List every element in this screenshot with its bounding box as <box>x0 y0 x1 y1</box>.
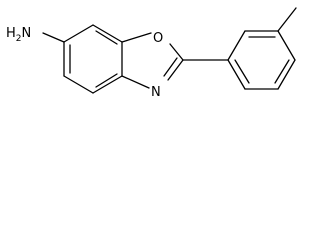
oxygen-atom-label: O <box>153 31 163 46</box>
oxazole-ring <box>121 32 184 89</box>
nitrogen-atom-label: N <box>151 85 161 100</box>
tolyl-bond-6 <box>227 59 246 90</box>
benzo-ring <box>63 24 123 94</box>
amine-label: H2N <box>6 26 31 44</box>
bond-c2-n <box>167 59 184 81</box>
amine-h: H <box>6 26 16 41</box>
tolyl-ring <box>227 7 297 90</box>
amine-h-subscript: 2 <box>16 34 22 44</box>
bond-c2-n-double <box>163 57 178 77</box>
chemical-structure-diagram: H2N O N <box>6 7 297 100</box>
tolyl-double-inner-2 <box>274 59 290 84</box>
double-bond-inner-2 <box>95 73 118 88</box>
methyl-bond <box>277 7 297 32</box>
bond-o-c2 <box>169 43 184 61</box>
tolyl-bond-3 <box>277 30 296 61</box>
tolyl-bond-1 <box>227 30 246 61</box>
tolyl-bond-4 <box>277 59 296 90</box>
bond-c2-c3 <box>92 24 123 43</box>
tolyl-double-inner-3 <box>234 59 250 84</box>
bond-c5-c6 <box>63 75 94 94</box>
amine-n: N <box>22 26 32 41</box>
bond-c3-o <box>121 32 152 43</box>
double-bond-inner-1 <box>95 30 118 45</box>
bond-c4-c5 <box>92 75 123 94</box>
bond-n-c4 <box>121 75 150 89</box>
bond-c6-nh2 <box>42 32 65 43</box>
bond-c1-c2 <box>63 24 94 43</box>
